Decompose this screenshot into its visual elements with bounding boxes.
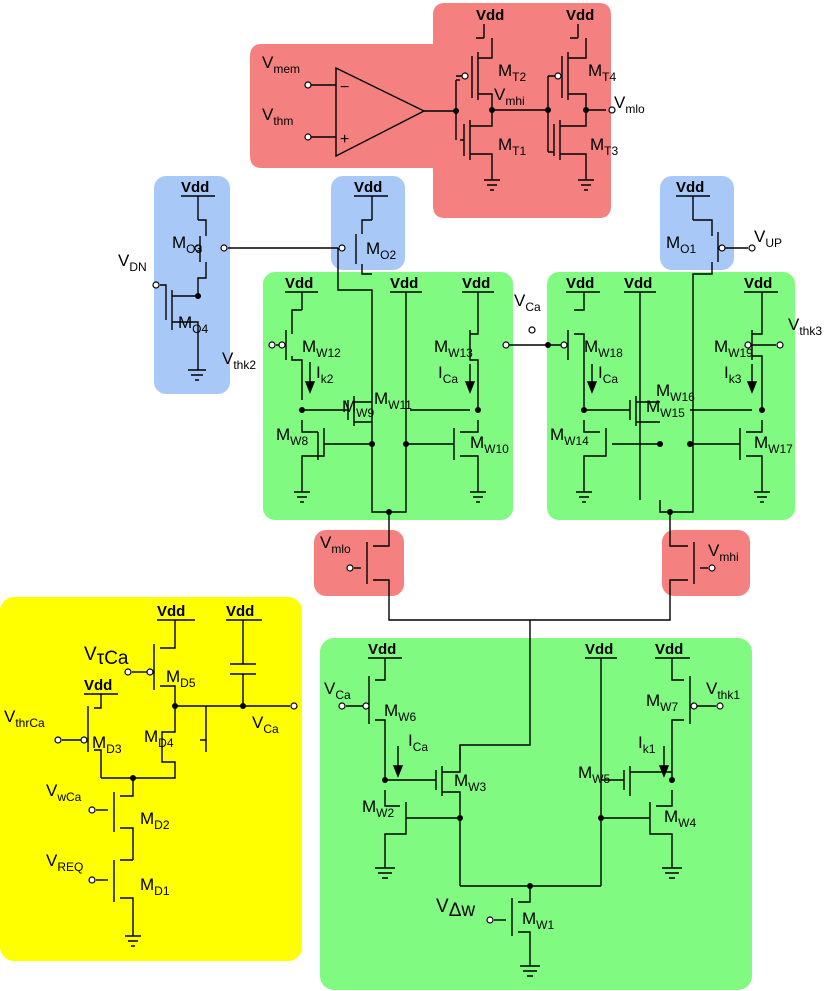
- label-ik3: Ik3: [724, 363, 742, 386]
- blue-region-o1: [660, 176, 734, 270]
- label-vthk3: Vthk3: [788, 315, 822, 338]
- label-mw4: MW4: [664, 807, 696, 830]
- label-md1: MD1: [140, 875, 170, 898]
- label-vthk1: Vthk1: [706, 679, 740, 702]
- label-mw19: MW19: [714, 337, 753, 360]
- vdd-label: Vdd: [226, 603, 254, 620]
- comparator-minus-sign: −: [340, 79, 349, 96]
- yellow-region: [0, 597, 302, 961]
- label-mt4: MT4: [588, 61, 617, 84]
- label-mo1: MO1: [666, 233, 697, 256]
- label-mw7: MW7: [646, 691, 678, 714]
- label-mw1: MW1: [522, 909, 554, 932]
- label-mt2: MT2: [498, 61, 527, 84]
- comparator-plus-sign: +: [340, 131, 349, 148]
- label-md2: MD2: [140, 809, 170, 832]
- vdd-label: Vdd: [585, 641, 613, 658]
- label-ica-right: ICa: [598, 363, 618, 386]
- green-region-bottom: [320, 638, 752, 990]
- labels: Vdd Vdd Vdd Vdd Vdd Vdd Vdd Vdd Vdd Vdd …: [4, 7, 822, 932]
- green-region-right: [547, 272, 795, 520]
- label-ik1: Ik1: [638, 733, 656, 756]
- label-mt1: MT1: [498, 135, 527, 158]
- label-md4: MD4: [144, 727, 174, 750]
- label-ica-left: ICa: [438, 363, 458, 386]
- junctions: [130, 107, 765, 889]
- label-vreq: VREQ: [46, 851, 83, 874]
- label-vmlo: Vmlo: [614, 93, 645, 116]
- label-vtauca: VτCa: [84, 644, 129, 669]
- vdd-label: Vdd: [390, 275, 418, 292]
- vdd-label: Vdd: [655, 641, 683, 658]
- pins: [54, 72, 784, 924]
- label-vmem: Vmem: [262, 53, 300, 76]
- label-md5: MD5: [166, 667, 196, 690]
- label-vdn: VDN: [118, 251, 147, 274]
- regions: [0, 3, 795, 990]
- label-mw17: MW17: [754, 433, 793, 456]
- vdd-label: Vdd: [181, 179, 209, 196]
- label-mo2: MO2: [366, 239, 397, 262]
- label-mw18: MW18: [584, 337, 623, 360]
- label-mw3: MW3: [454, 771, 486, 794]
- label-vca-right: VCa: [514, 291, 541, 314]
- label-vup: VUP: [754, 227, 782, 250]
- label-mw11: MW11: [374, 389, 412, 412]
- vdd-label: Vdd: [676, 179, 704, 196]
- label-vthk2: Vthk2: [222, 349, 256, 372]
- label-switch-vmlo: Vmlo: [320, 533, 351, 556]
- label-mw9: MW9: [342, 397, 374, 420]
- label-mw12: MW12: [302, 337, 341, 360]
- green-region-left: [263, 272, 513, 520]
- label-mw5: MW5: [578, 763, 610, 786]
- vdd-label: Vdd: [285, 275, 313, 292]
- label-mo3: MO3: [172, 233, 203, 256]
- label-ik2: Ik2: [316, 363, 334, 386]
- label-mw16: MW16: [656, 381, 695, 404]
- label-vca-bottom: VCa: [324, 679, 351, 702]
- vdd-label: Vdd: [462, 275, 490, 292]
- blue-region-o2: [331, 176, 405, 270]
- vdd-label: Vdd: [84, 677, 112, 694]
- vdd-label: Vdd: [354, 179, 382, 196]
- vdd-label: Vdd: [368, 641, 396, 658]
- label-mw10: MW10: [470, 433, 509, 456]
- vdd-label: Vdd: [744, 275, 772, 292]
- label-vmhi: Vmhi: [494, 85, 525, 108]
- label-mw14: MW14: [550, 425, 589, 448]
- label-mw13: MW13: [434, 337, 473, 360]
- label-md3: MD3: [92, 733, 122, 756]
- label-mw6: MW6: [384, 701, 416, 724]
- label-vdw: VΔw: [436, 896, 475, 921]
- label-ica-bottom: ICa: [408, 731, 428, 754]
- label-mw8: MW8: [276, 425, 308, 448]
- label-vthrca: VthrCa: [4, 707, 45, 730]
- wires: [62, 24, 778, 977]
- blue-region-o3o4: [154, 176, 230, 394]
- label-mw15: MW15: [646, 397, 685, 420]
- vdd-label: Vdd: [566, 7, 594, 24]
- label-vthm: Vthm: [262, 105, 293, 128]
- vdd-label: Vdd: [624, 275, 652, 292]
- vdd-label: Vdd: [157, 603, 185, 620]
- label-vwca: VwCa: [46, 781, 82, 804]
- label-mt3: MT3: [590, 135, 619, 158]
- vdd-label: Vdd: [476, 7, 504, 24]
- label-switch-vmhi: Vmhi: [708, 541, 739, 564]
- label-vca-yellow: VCa: [252, 713, 279, 736]
- label-mw2: MW2: [362, 797, 394, 820]
- vdd-label: Vdd: [566, 275, 594, 292]
- label-mo4: MO4: [178, 313, 209, 336]
